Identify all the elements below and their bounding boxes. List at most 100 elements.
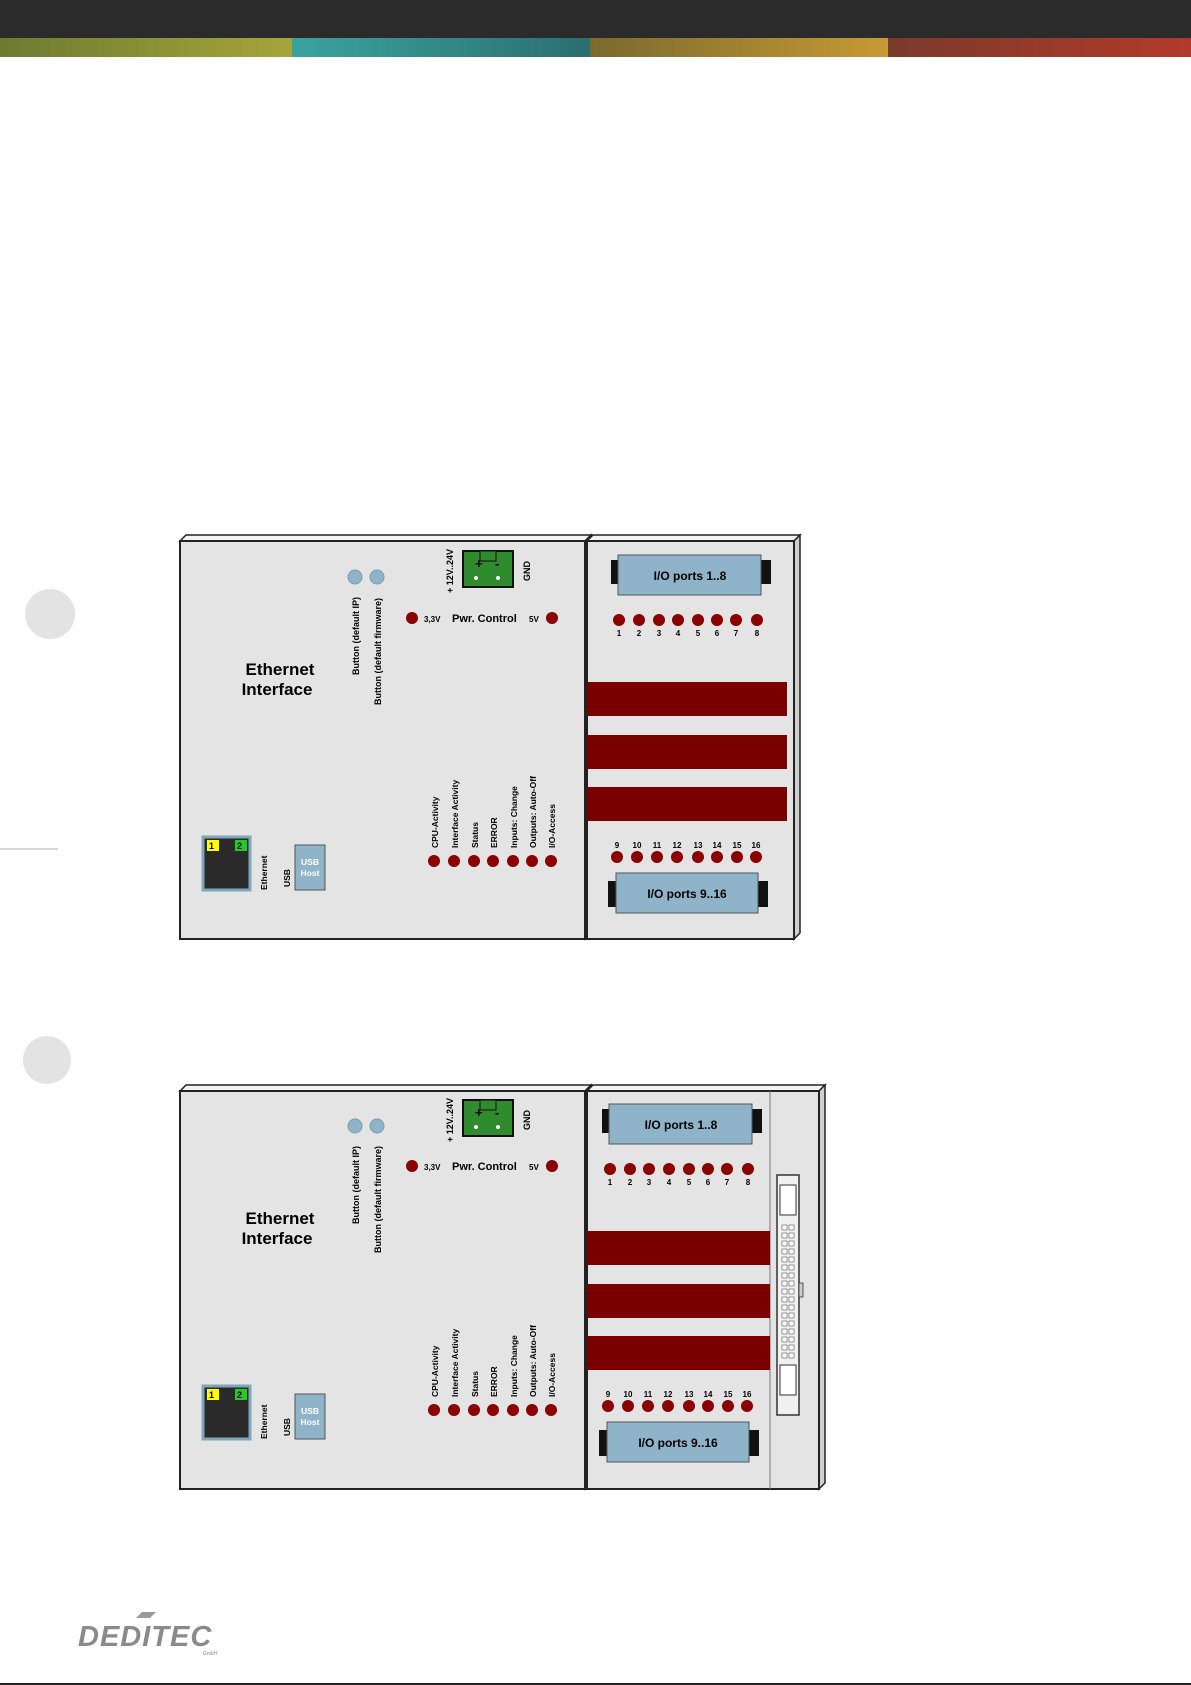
default-ip-button[interactable] [347, 569, 363, 585]
io-led-number: 15 [724, 1390, 733, 1399]
status-led [428, 855, 440, 867]
terminal-minus-sign: - [495, 1105, 499, 1120]
io-led-number: 8 [746, 1178, 751, 1187]
usb-port-label: USB [282, 869, 292, 887]
io-led [611, 851, 623, 863]
io-ports-9-16-connector[interactable] [615, 872, 759, 914]
header-stripe-olive [0, 38, 292, 57]
io-led-number: 1 [608, 1178, 613, 1187]
section-bullet-1 [25, 589, 75, 639]
status-led [448, 855, 460, 867]
io-led-number: 16 [752, 841, 761, 850]
pwr-control-label: Pwr. Control [452, 613, 517, 625]
io-led [741, 1400, 753, 1412]
power-plus-label: + 12V..24V [445, 1098, 455, 1142]
io-led-number: 10 [633, 841, 642, 850]
ethernet-interface-title-1: Ethernet [246, 660, 315, 679]
io-band [587, 1284, 770, 1318]
io-led-number: 13 [685, 1390, 694, 1399]
status-led [487, 855, 499, 867]
io-led [683, 1163, 695, 1175]
io-led [751, 614, 763, 626]
status-led-label: Interface Activity [450, 780, 460, 848]
ribbon-cable-header[interactable] [776, 1174, 804, 1416]
io-led [750, 851, 762, 863]
io-led-row-top [613, 614, 763, 626]
status-led-label: ERROR [489, 1366, 499, 1397]
terminal-minus-sign: - [495, 556, 499, 571]
usb-host-port[interactable] [294, 844, 326, 891]
io-led-number: 12 [664, 1390, 673, 1399]
default-firmware-button[interactable] [369, 569, 385, 585]
io-led [731, 851, 743, 863]
default-ip-button[interactable] [347, 1118, 363, 1134]
status-led-group: CPU-Activity Interface Activity Status E… [428, 776, 557, 867]
deditec-logo: DEDITEC GmbH [78, 1612, 218, 1657]
ethernet-port-label: Ethernet [259, 1404, 269, 1439]
status-led [448, 1404, 460, 1416]
usb-port-label: USB [282, 1418, 292, 1436]
ethernet-interface-title-1: Ethernet [246, 1209, 315, 1228]
status-led-label: Status [470, 1371, 480, 1397]
io-led-number: 9 [615, 841, 620, 850]
io-led-number: 10 [624, 1390, 633, 1399]
ethernet-led-2-label: 2 [237, 1390, 242, 1400]
led-5v [546, 1160, 558, 1172]
margin-divider [0, 848, 58, 850]
io-led [624, 1163, 636, 1175]
io-led-number: 11 [653, 841, 662, 850]
io-led [672, 614, 684, 626]
header-bar [0, 0, 1191, 38]
io-led [711, 851, 723, 863]
led-3-3v [406, 1160, 418, 1172]
terminal-plus-sign: + [475, 1105, 483, 1120]
io-ports-1-8-label: I/O ports 1..8 [654, 569, 727, 583]
usb-host-label-1: USB [301, 857, 319, 867]
io-led [622, 1400, 634, 1412]
io-band [587, 787, 787, 821]
io-band [587, 735, 787, 769]
io-led-number: 4 [676, 629, 681, 638]
io-led [711, 614, 723, 626]
usb-host-label-2: Host [301, 868, 320, 878]
io-led-number: 14 [713, 841, 722, 850]
io-ports-1-8-connector[interactable] [608, 1103, 753, 1145]
io-ports-9-16-connector[interactable] [606, 1421, 750, 1463]
io-led [702, 1400, 714, 1412]
io-led [642, 1400, 654, 1412]
io-band [587, 1231, 770, 1265]
status-led [468, 1404, 480, 1416]
io-led-number: 6 [706, 1178, 711, 1187]
io-band [587, 1336, 770, 1370]
io-led-number: 16 [743, 1390, 752, 1399]
terminal-plus-sign: + [475, 556, 483, 571]
io-led [702, 1163, 714, 1175]
status-led-label: CPU-Activity [430, 796, 440, 848]
io-ports-1-8-connector[interactable] [617, 554, 762, 596]
led-3-3v-label: 3,3V [424, 1163, 441, 1172]
io-led [653, 614, 665, 626]
io-led-number: 5 [687, 1178, 692, 1187]
default-firmware-button[interactable] [369, 1118, 385, 1134]
io-led [692, 851, 704, 863]
io-led-number: 2 [628, 1178, 633, 1187]
module-diagram-2: Ethernet Interface Button (default IP) B… [178, 1083, 827, 1491]
status-led [487, 1404, 499, 1416]
io-led-number: 4 [667, 1178, 672, 1187]
status-led [507, 855, 519, 867]
io-led [671, 851, 683, 863]
usb-host-label-2: Host [301, 1417, 320, 1427]
io-led-number: 9 [606, 1390, 611, 1399]
io-led [643, 1163, 655, 1175]
usb-host-port[interactable] [294, 1393, 326, 1440]
power-gnd-label: GND [522, 561, 532, 582]
io-led-number: 12 [673, 841, 682, 850]
button-default-ip-label: Button (default IP) [351, 597, 361, 675]
led-5v-label: 5V [529, 1163, 539, 1172]
status-led [468, 855, 480, 867]
status-led [545, 855, 557, 867]
io-led-number: 13 [694, 841, 703, 850]
io-led-row-top [604, 1163, 754, 1175]
ethernet-port-label: Ethernet [259, 855, 269, 890]
status-led-label: Outputs: Auto-Off [528, 1325, 538, 1397]
